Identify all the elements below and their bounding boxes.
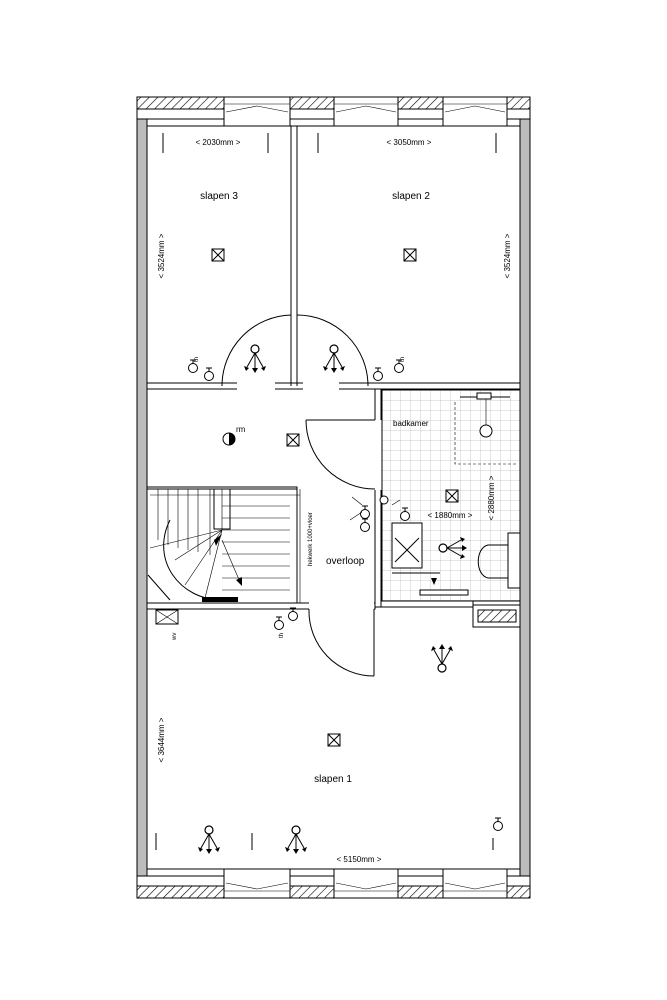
door-slapen3[interactable]	[221, 314, 292, 387]
dimension-ticks	[155, 133, 497, 850]
annotation-th-slapen2: th	[400, 357, 406, 362]
dimension-slapen1-width: < 5150mm >	[337, 855, 382, 864]
socket-slapen3-b-icon[interactable]	[204, 367, 214, 381]
dimension-left-height: < 3524mm >	[157, 233, 166, 278]
switch-cluster-icon[interactable]	[349, 495, 401, 521]
room-label-overloop: overloop	[326, 556, 365, 567]
dimension-slapen3-width: < 2030mm >	[196, 138, 241, 147]
shower[interactable]	[454, 392, 516, 465]
smoke-detector-icon	[222, 432, 236, 446]
door-slapen1[interactable]	[308, 608, 375, 677]
bathroom-radiator	[419, 578, 469, 596]
bottom-facade	[136, 868, 531, 899]
annotation-th-slapen1: th	[279, 633, 285, 638]
socket-slapen2-b-icon[interactable]	[373, 367, 383, 381]
vent-overloop-icon	[286, 433, 300, 447]
light-slapen3-icon[interactable]	[243, 344, 267, 374]
dimension-bathroom-height: < 2880mm >	[487, 475, 496, 520]
toilet[interactable]	[477, 532, 521, 589]
annotation-th-slapen3: th	[194, 357, 200, 362]
dimension-right-height: < 3524mm >	[503, 233, 512, 278]
annotation-hekwerk: hekwerk 1000+vloer	[308, 512, 314, 566]
dimension-slapen1-height: < 3644mm >	[157, 717, 166, 762]
door-bathroom[interactable]	[305, 419, 376, 490]
wall-slapen3-slapen2	[290, 125, 298, 387]
socket-overloop-b-icon[interactable]	[360, 518, 370, 532]
dimension-slapen2-width: < 3050mm >	[387, 138, 432, 147]
vent-bathroom-icon	[445, 489, 459, 503]
light-slapen2-icon[interactable]	[322, 344, 346, 374]
room-label-slapen3: slapen 3	[200, 191, 238, 202]
light-slapen1-mid-icon[interactable]	[284, 825, 308, 855]
annotation-wv: wv	[172, 633, 178, 641]
left-outer-wall	[136, 117, 148, 889]
socket-slapen1-c-icon[interactable]	[493, 817, 503, 831]
washbasin[interactable]	[391, 522, 440, 574]
dimension-bathroom-width: < 1880mm >	[428, 511, 473, 520]
socket-slapen1-th-icon[interactable]	[274, 616, 284, 630]
vent-slapen3-icon	[211, 248, 225, 262]
room-label-slapen2: slapen 2	[392, 191, 430, 202]
vent-slapen2-icon	[403, 248, 417, 262]
socket-slapen1-b-icon[interactable]	[288, 607, 298, 621]
wall-bathroom-south	[380, 600, 474, 608]
staircase[interactable]	[146, 486, 301, 604]
meter-cupboard-icon	[155, 609, 179, 625]
light-slapen1-right-icon[interactable]	[430, 643, 454, 673]
annotation-rm: rm	[236, 425, 246, 434]
right-outer-wall	[519, 117, 531, 889]
door-slapen2[interactable]	[296, 314, 369, 387]
top-facade	[136, 96, 531, 127]
room-label-slapen1: slapen 1	[314, 774, 352, 785]
vent-slapen1-icon	[327, 733, 341, 747]
light-slapen1-left-icon[interactable]	[197, 825, 221, 855]
room-label-badkamer: badkamer	[393, 419, 429, 428]
